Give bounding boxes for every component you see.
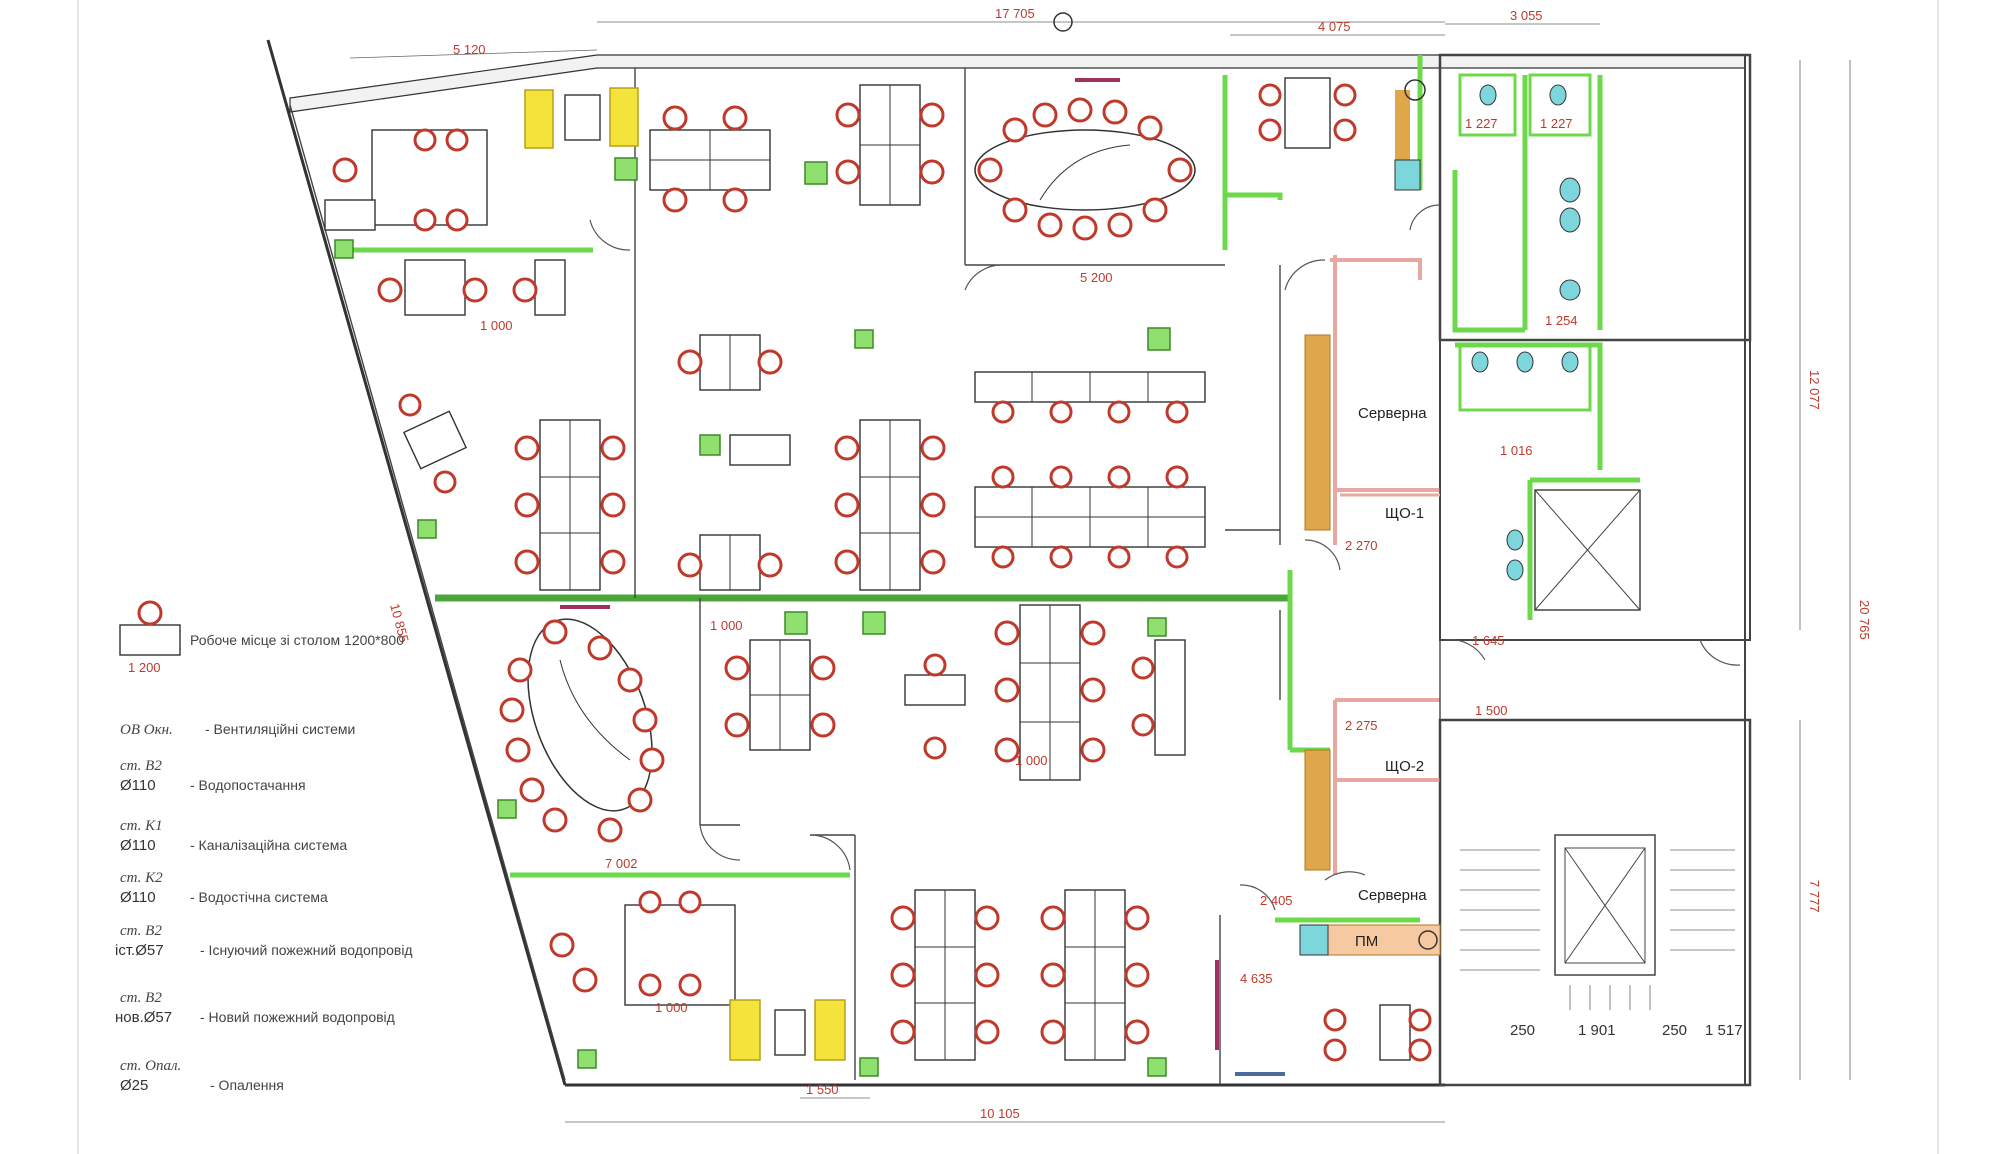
dim-wc-3: 1 254 <box>1545 313 1578 328</box>
red-partitions <box>1330 255 1440 875</box>
server-room-1: Серверна ЩО-1 <box>1304 334 1440 531</box>
dim-top-mid: 4 075 <box>1318 19 1351 34</box>
legend-sample-width: 1 200 <box>128 660 161 675</box>
dim-corridor-1: 1 000 <box>710 618 743 633</box>
dim-wc-1: 1 227 <box>1465 116 1498 131</box>
dim-wc-2: 1 227 <box>1540 116 1573 131</box>
legend-desc-2: - Каналізаційна система <box>190 837 347 853</box>
switchboard-1-label: ЩО-1 <box>1385 505 1424 522</box>
legend-size-4: іст.Ø57 <box>115 942 164 959</box>
dim-bottom-sub: 1 550 <box>806 1082 839 1097</box>
exterior-walls <box>266 39 1752 1087</box>
desks-lower-right: 4 635 <box>890 889 1432 1076</box>
legend-size-5: нов.Ø57 <box>115 1009 172 1026</box>
legend-desc-1: - Водопостачання <box>190 777 306 793</box>
pm-label: ПМ <box>1355 933 1378 950</box>
stair-dim-c: 250 <box>1662 1022 1687 1039</box>
legend: 1 200 Робоче місце зі столом 1200*800 ОВ… <box>115 600 413 1094</box>
dim-wc-4: 1 016 <box>1500 443 1533 458</box>
legend-code-0: ОВ Окн. <box>120 722 173 738</box>
legend-code-6: ст. Опал. <box>120 1058 181 1074</box>
stair-dim-d: 1 517 <box>1705 1022 1743 1039</box>
legend-code-5: ст. В2 <box>120 990 162 1006</box>
dim-misc-2: 2 275 <box>1345 718 1378 733</box>
legend-code-3: ст. К2 <box>120 870 163 886</box>
small-room-top <box>1258 77 1426 191</box>
stair-dim-b: 1 901 <box>1578 1022 1616 1039</box>
legend-desc-6: - Опалення <box>210 1077 284 1093</box>
wc-block: 1 227 1 227 1 254 1 016 <box>1458 73 1641 611</box>
dim-misc-5: 4 635 <box>1240 971 1273 986</box>
meeting-room-upper: 5 200 <box>974 78 1196 285</box>
legend-desc-4: - Існуючий пожежний водопровід <box>200 942 413 958</box>
server-room-2: ЩО-2 Серверна ПМ <box>1299 749 1441 956</box>
dim-office-desk-3: 1 000 <box>1015 753 1048 768</box>
legend-size-6: Ø25 <box>120 1077 148 1094</box>
dim-misc-1: 2 270 <box>1345 538 1378 553</box>
dim-top-right: 3 055 <box>1510 8 1543 23</box>
desks-top-center <box>649 84 945 213</box>
legend-size-2: Ø110 <box>120 837 156 854</box>
server-room-1-label: Серверна <box>1358 405 1427 422</box>
dim-conf-room: 7 002 <box>605 856 638 871</box>
dim-right-total: 20 765 <box>1857 600 1872 640</box>
ventilation-units <box>334 157 1171 1077</box>
doors <box>589 204 1741 911</box>
right-dimensions: 20 765 12 077 7 777 <box>1799 60 1872 1080</box>
open-office-desks <box>514 334 1206 591</box>
dim-right-lower: 7 777 <box>1807 880 1822 913</box>
office-lower-left: 1 000 <box>549 890 846 1061</box>
desks-lower-middle: 1 000 <box>710 604 1186 781</box>
legend-workplace-label: Робоче місце зі столом 1200*800 <box>190 632 404 648</box>
legend-desc-0: - Вентиляційні системи <box>205 721 355 737</box>
dim-misc-3: 1 645 <box>1472 633 1505 648</box>
stairwell: 250 1 901 250 1 517 <box>1460 834 1743 1039</box>
dim-top-left: 5 120 <box>453 42 486 57</box>
conference-room-lower: 7 002 <box>499 605 665 871</box>
dim-right-upper: 12 077 <box>1807 370 1822 410</box>
legend-size-3: Ø110 <box>120 889 156 906</box>
legend-code-1: ст. В2 <box>120 758 162 774</box>
dim-misc-4: 2 405 <box>1260 893 1293 908</box>
dim-corridor-2: 1 500 <box>1475 703 1508 718</box>
dim-meeting-room-width: 5 200 <box>1080 270 1113 285</box>
legend-desc-5: - Новий пожежний водопровід <box>200 1009 395 1025</box>
dim-top-total: 17 705 <box>995 6 1035 21</box>
interior-walls <box>634 55 1441 1085</box>
top-dimensions: 17 705 5 120 4 075 3 055 <box>349 6 1600 59</box>
office-upper-left: 1 000 <box>324 87 639 333</box>
switchboard-2-label: ЩО-2 <box>1385 758 1424 775</box>
legend-code-2: ст. К1 <box>120 818 163 834</box>
server-room-2-label: Серверна <box>1358 887 1427 904</box>
bottom-dimensions: 10 105 1 550 <box>565 1082 1445 1123</box>
stair-dim-a: 250 <box>1510 1022 1535 1039</box>
dim-office-desk-1: 1 000 <box>480 318 513 333</box>
legend-code-4: ст. В2 <box>120 923 162 939</box>
left-wall-workstation <box>398 393 468 494</box>
legend-size-1: Ø110 <box>120 777 156 794</box>
dim-bottom-total: 10 105 <box>980 1106 1020 1121</box>
dim-office-desk-2: 1 000 <box>655 1000 688 1015</box>
legend-desc-3: - Водостічна система <box>190 889 328 905</box>
